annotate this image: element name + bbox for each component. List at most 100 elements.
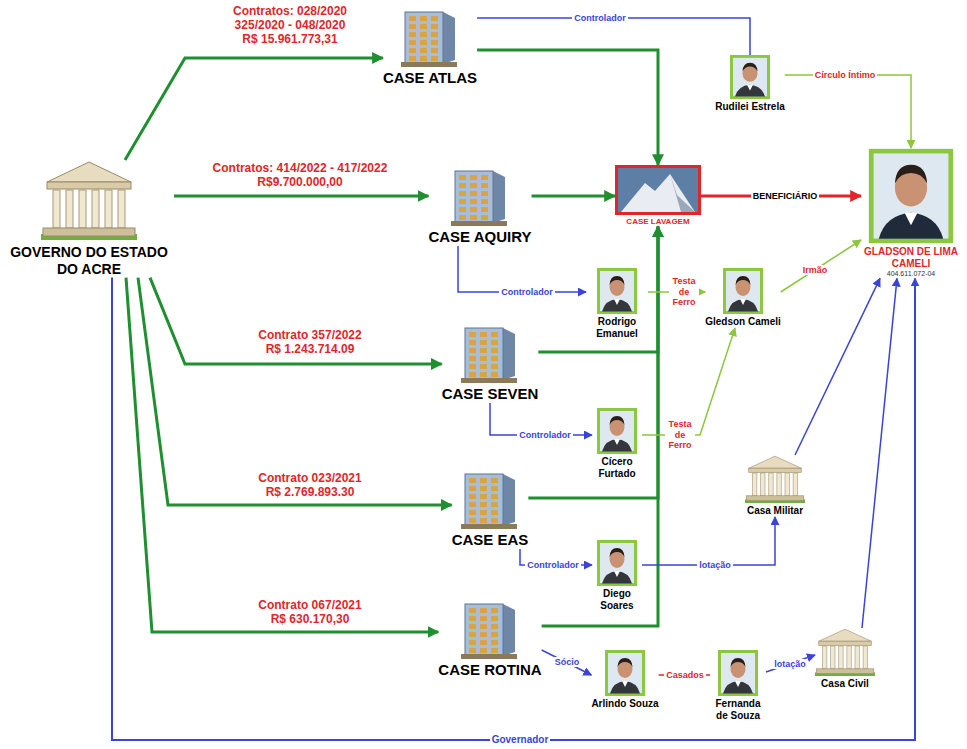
window xyxy=(470,183,477,188)
window xyxy=(481,199,488,204)
window xyxy=(480,364,487,369)
window xyxy=(480,502,487,507)
window xyxy=(491,364,498,369)
window xyxy=(469,364,476,369)
window xyxy=(459,183,466,188)
node-label: Gledson Cameli xyxy=(705,316,781,328)
window xyxy=(459,199,466,204)
edge-label: Controlador xyxy=(517,430,573,440)
window xyxy=(420,40,427,45)
tower-base xyxy=(401,62,457,67)
shoulders xyxy=(602,299,632,312)
hair xyxy=(735,276,750,285)
agency-node: Casa Civil xyxy=(815,628,875,690)
collar xyxy=(905,213,918,226)
hair xyxy=(731,658,746,667)
bld-icon xyxy=(459,468,521,530)
window xyxy=(480,632,487,637)
edge-label: Sócio xyxy=(553,657,582,667)
hair xyxy=(610,276,625,285)
window xyxy=(491,632,498,637)
window xyxy=(469,502,476,507)
mountain-shadow xyxy=(670,174,695,212)
edge-label: Contratos: 414/2022 - 417/2022 R$9.700.0… xyxy=(206,162,395,190)
photo-frame xyxy=(720,652,757,695)
company-node: CASE SEVEN xyxy=(442,322,539,403)
edge-label: Governador xyxy=(490,734,551,746)
connector xyxy=(795,278,880,455)
edge-label: Contrato 023/2021 R$ 2.769.893.30 xyxy=(252,472,368,500)
edge-label: Controlador xyxy=(499,287,555,297)
node-label: CASE SEVEN xyxy=(442,385,539,403)
window xyxy=(470,207,477,212)
tower-side xyxy=(443,12,455,64)
connector xyxy=(862,278,897,628)
gov-icon xyxy=(41,160,137,240)
window xyxy=(431,48,438,53)
pediment xyxy=(47,162,131,182)
window xyxy=(470,199,477,204)
shoulders xyxy=(610,681,640,694)
pediment xyxy=(749,456,802,468)
connector xyxy=(532,195,615,198)
window xyxy=(469,640,476,645)
window xyxy=(469,624,476,629)
window xyxy=(409,56,416,61)
node-label: GOVERNO DO ESTADO DO ACRE xyxy=(4,244,174,278)
connector xyxy=(477,50,658,165)
column xyxy=(66,190,73,228)
photo-frame xyxy=(871,151,951,241)
edge-label: Irmão xyxy=(801,265,830,275)
connector xyxy=(542,650,592,675)
window xyxy=(480,616,487,621)
window xyxy=(469,632,476,637)
tower-side xyxy=(503,604,515,656)
photo-icon xyxy=(723,268,763,314)
building-base xyxy=(816,669,874,674)
window xyxy=(409,32,416,37)
window xyxy=(420,32,427,37)
connector xyxy=(785,75,911,148)
window xyxy=(409,48,416,53)
node-label: Arlindo Souza xyxy=(591,698,658,710)
node-label: CASE LAVAGEM xyxy=(615,217,701,227)
entablature xyxy=(47,182,131,189)
window xyxy=(469,486,476,491)
window xyxy=(481,207,488,212)
window xyxy=(491,518,498,523)
node-label: Casa Militar xyxy=(745,505,805,517)
window xyxy=(491,372,498,377)
collar xyxy=(614,299,620,305)
shoulders xyxy=(735,85,765,97)
connector xyxy=(458,246,586,292)
collar xyxy=(614,571,620,577)
window xyxy=(431,40,438,45)
connector xyxy=(125,58,383,160)
window xyxy=(480,332,487,337)
edge-label: Controlador xyxy=(525,560,581,570)
node-label: CASE AQUIRY xyxy=(428,228,531,246)
column xyxy=(79,190,86,228)
window xyxy=(469,348,476,353)
window xyxy=(459,207,466,212)
column xyxy=(863,646,867,669)
node-label: 404.611.072-04 xyxy=(861,270,961,278)
window xyxy=(491,332,498,337)
window xyxy=(491,494,498,499)
person-node: Cícero Furtado xyxy=(592,408,642,480)
company-node: CASE ROTINA xyxy=(438,598,541,679)
photo-frame xyxy=(606,652,643,695)
window xyxy=(469,372,476,377)
photo-icon xyxy=(597,408,637,454)
edge-label: Testa de Ferro xyxy=(669,276,699,307)
person-node: Rodrigo Emanuel xyxy=(586,268,648,340)
window xyxy=(480,348,487,353)
window xyxy=(470,191,477,196)
tower-base xyxy=(461,524,517,529)
window xyxy=(459,191,466,196)
tower-base xyxy=(451,221,507,226)
window xyxy=(431,24,438,29)
window xyxy=(481,183,488,188)
window xyxy=(459,215,466,220)
